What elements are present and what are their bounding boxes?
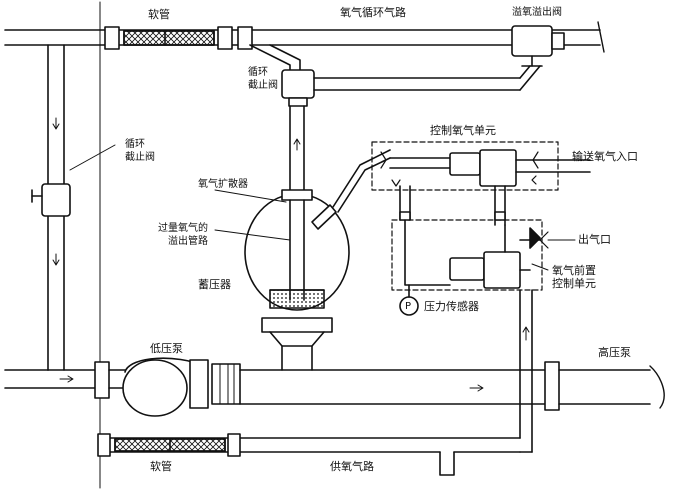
pre-control-unit-label: 氧气前置 控制单元 — [552, 264, 596, 290]
recirc-stop-valve-top-label: 循环 截止阀 — [248, 67, 278, 91]
high-pump-label: 高压泵 — [598, 346, 631, 359]
accumulator — [214, 149, 391, 371]
pre-control-unit — [391, 185, 549, 316]
control-unit-label: 控制氧气单元 — [430, 124, 496, 137]
recirc-stop-valve-left-label: 循环 截止阀 — [125, 139, 155, 163]
overflow-valve-label: 溢氧溢出阀 — [512, 7, 562, 18]
oxygen-recirc-line-label: 氧气循环气路 — [340, 6, 406, 19]
control-unit — [371, 141, 591, 191]
leader-lines — [531, 239, 576, 271]
pressure-sensor-label: 压力传感器 — [424, 300, 479, 313]
recirc-branch — [249, 44, 521, 191]
hose-top-label: 软管 — [148, 8, 170, 21]
hose-bottom — [97, 289, 533, 476]
supply-line-label: 供氧气路 — [330, 460, 374, 473]
hose-bottom-label: 软管 — [150, 460, 172, 473]
overflow-pipe-label: 过量氧气的 溢出管路 — [158, 223, 208, 247]
hose-top — [104, 26, 253, 50]
diffuser-label: 氧气扩散器 — [198, 179, 248, 190]
pressure-symbol: P — [405, 301, 412, 312]
overflow-valve — [511, 25, 565, 91]
low-pump-label: 低压泵 — [150, 342, 183, 355]
left-stop-valve — [31, 144, 116, 217]
outlet-label: 出气口 — [578, 233, 611, 246]
bottom-main-pipe — [4, 357, 665, 417]
accumulator-label: 蓄压器 — [198, 278, 231, 291]
oxygen-inlet-label: 输送氧气入口 — [572, 150, 638, 163]
